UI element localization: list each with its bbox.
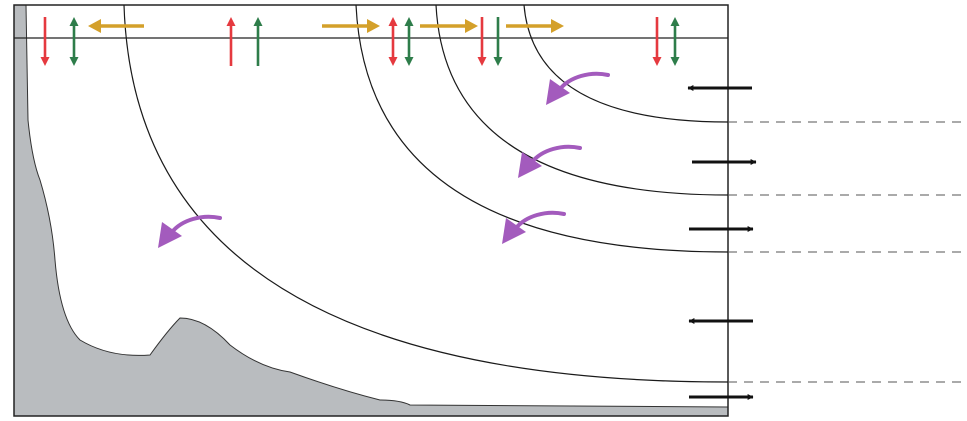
eddy-curl-arrow (502, 210, 566, 244)
dashed-extensions (728, 121, 967, 383)
vertical-arrow-red-down (477, 17, 487, 66)
sea-floor-bathymetry (13, 4, 729, 417)
vertical-arrow-green-updown (670, 17, 680, 66)
surface-current-arrow-left (88, 19, 144, 33)
surface-current-arrow-right (506, 19, 564, 33)
isopycnal-line-4 (123, 4, 729, 383)
vertical-arrow-red-up (226, 17, 236, 66)
eddy-arrows (158, 71, 610, 248)
isopycnal-line-1 (523, 4, 729, 123)
surface-current-arrow-right (420, 19, 478, 33)
vertical-arrow-green-up (253, 17, 263, 66)
isopycnal-line-3 (355, 4, 729, 253)
surface-current-arrow-right (322, 19, 380, 33)
eddy-curl-arrow (518, 144, 582, 178)
vertical-arrow-green-updown (404, 17, 414, 66)
eddy-curl-arrow (158, 214, 222, 248)
vertical-arrow-green-updown (69, 17, 79, 66)
vertical-arrow-red-down (40, 17, 50, 66)
vertical-arrow-red-down (652, 17, 662, 66)
surface-current-arrows (88, 19, 564, 33)
vertical-arrow-green-down (493, 17, 503, 66)
vertical-arrow-red-updown (388, 17, 398, 66)
vertical-motion-arrows (40, 17, 680, 66)
flow-arrows (687, 85, 757, 400)
diagram-frame (13, 4, 729, 417)
isopycnal-line-2 (435, 4, 729, 196)
eddy-curl-arrow (546, 71, 610, 105)
